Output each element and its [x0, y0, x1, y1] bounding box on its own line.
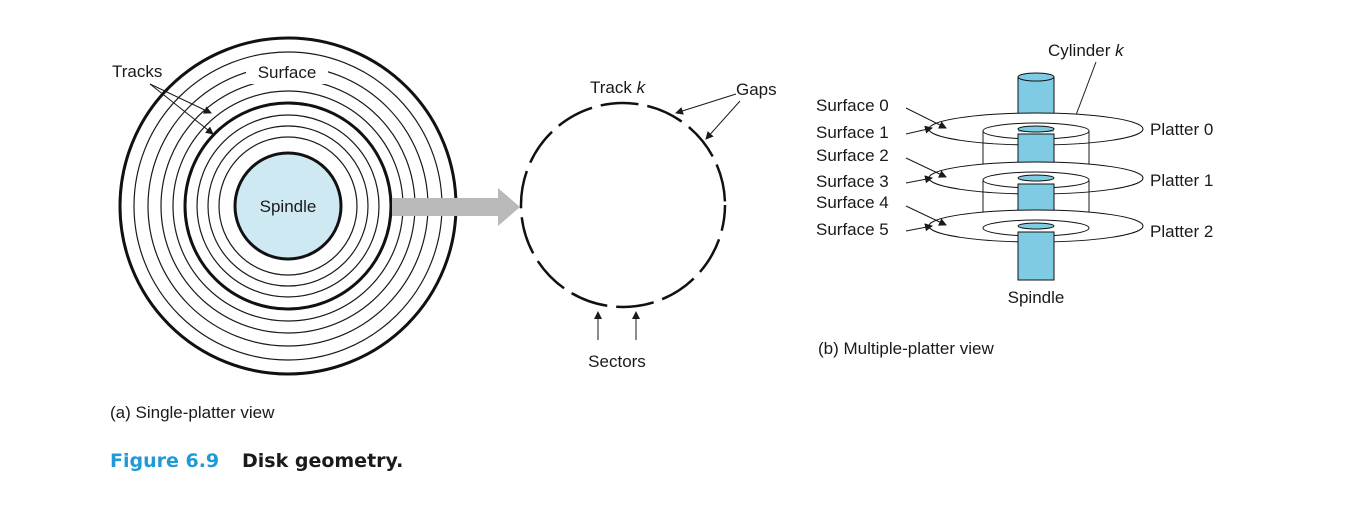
caption-b: (b) Multiple-platter view — [818, 339, 994, 358]
spindle-hub — [1017, 222, 1055, 230]
tracks-arrow — [149, 83, 212, 114]
surface-1-label: Surface 1 — [816, 123, 889, 142]
caption-a: (a) Single-platter view — [110, 403, 275, 422]
zoom-arrow — [392, 188, 520, 226]
gap-arrow — [675, 93, 737, 115]
gaps-label: Gaps — [736, 80, 777, 99]
surface-3-arrow — [905, 175, 933, 184]
track-ring — [218, 136, 358, 276]
surface-4-label: Surface 4 — [816, 193, 889, 212]
figure-number: Figure 6.9 — [110, 450, 219, 472]
track-ring — [207, 125, 369, 287]
figure-title: Disk geometry. — [242, 450, 403, 472]
spindle-hub — [1017, 174, 1055, 182]
spindle-hub — [1017, 125, 1055, 133]
multi-platter-view: Cylinder k Spindle Surface 0 Surface 1 — [816, 41, 1213, 358]
spindle-top — [1017, 72, 1055, 82]
spindle-b-label: Spindle — [1008, 288, 1065, 307]
track-k-sectors — [519, 101, 727, 309]
surface-0-label: Surface 0 — [816, 96, 889, 115]
track-view: Track k Gaps Sectors — [519, 78, 777, 371]
sectors-label: Sectors — [588, 352, 646, 371]
platter-0-label: Platter 0 — [1150, 120, 1213, 139]
surface-5-label: Surface 5 — [816, 220, 889, 239]
surface-4-arrow — [905, 205, 947, 226]
spindle-label: Spindle — [260, 197, 317, 216]
surface-2-label: Surface 2 — [816, 146, 889, 165]
surface-5-arrow — [905, 223, 933, 232]
track-ring — [196, 114, 380, 298]
platter-1-label: Platter 1 — [1150, 171, 1213, 190]
surface-3-label: Surface 3 — [816, 172, 889, 191]
spindle-disc — [233, 151, 343, 261]
single-platter-view: Spindle Tracks Surface (a) Single-platte… — [110, 36, 458, 422]
surface-label: Surface — [258, 63, 317, 82]
tracks-arrow — [149, 83, 214, 135]
cylinder-arrow — [1071, 61, 1097, 124]
spindle-segment — [1017, 231, 1055, 281]
platter-2-label: Platter 2 — [1150, 222, 1213, 241]
surface-1-arrow — [905, 125, 933, 135]
highlighted-track — [183, 101, 393, 311]
track-k-label: Track k — [590, 78, 647, 97]
tracks-label: Tracks — [112, 62, 162, 81]
cylinder-k-label: Cylinder k — [1048, 41, 1125, 60]
surface-0-arrow — [905, 107, 947, 129]
gap-arrow — [705, 100, 741, 140]
surface-label-bg — [246, 62, 328, 84]
surface-2-arrow — [905, 157, 947, 178]
